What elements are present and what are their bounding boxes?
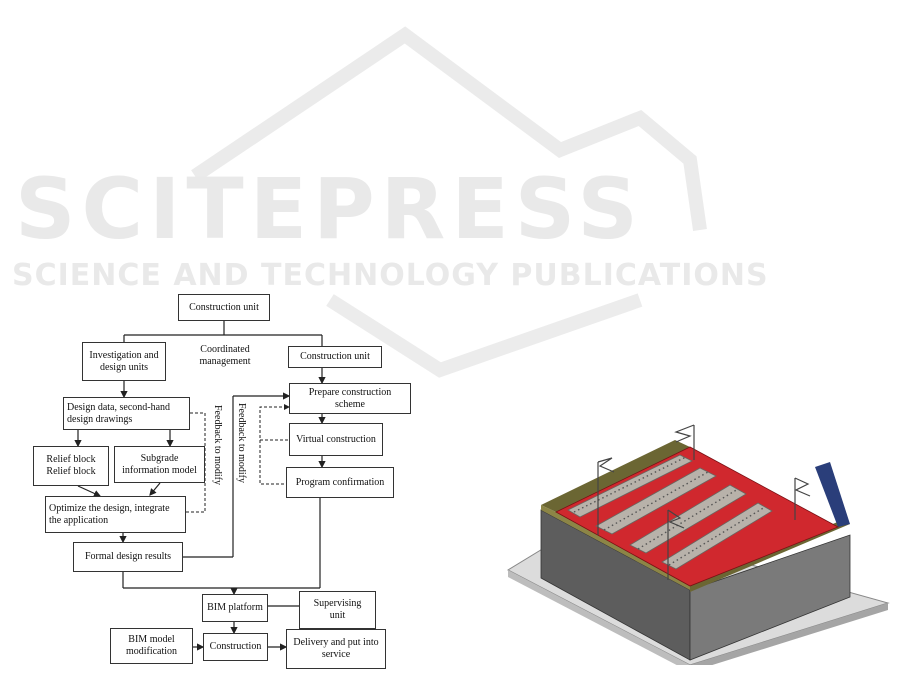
construction-unit-right-label: Construction unit [300,351,370,362]
ballast-bed-3 [629,484,747,554]
optimize-design-label: Optimize the design, integrate the appli… [49,502,170,526]
construction-unit-right-box: Construction unit [288,346,382,368]
virtual-construction-label: Virtual construction [296,433,376,445]
relief-block-label: Relief block Relief block [46,454,96,477]
right-blue-strip [815,462,850,527]
ballast-bed-1 [567,454,693,518]
design-data-label: Design data, second-hand design drawings [67,401,171,425]
design-data-box: Design data, second-hand design drawings [63,397,190,430]
feedback-right-label: Feedback to modify [236,403,247,483]
optimize-design-box: Optimize the design, integrate the appli… [45,496,186,533]
coordinated-management-label: Coordinated management [199,344,251,367]
embankment-right-face [689,534,851,661]
program-confirmation-box: Program confirmation [286,467,394,498]
feedback-left-label: Feedback to modify [212,405,223,485]
delivery-box: Delivery and put into service [286,629,386,669]
investigation-design-label: Investigation and design units [89,349,159,373]
delivery-label: Delivery and put into service [293,637,379,660]
subgrade-model-label: Subgrade information model [122,452,197,476]
ballast-bed-4 [661,502,773,570]
subgrade-model-box: Subgrade information model [114,446,205,483]
supervising-unit-label: Supervising unit [313,598,362,621]
watermark-title: SCITEPRESS [15,160,644,258]
supervising-unit-box: Supervising unit [299,591,376,629]
prepare-scheme-label: Prepare construction scheme [308,386,392,410]
bim-modification-box: BIM model modification [110,628,193,664]
watermark-book-outline [191,26,707,231]
left-edge-strip [541,440,690,512]
bim-platform-label: BIM platform [207,602,263,613]
formal-results-label: Formal design results [84,551,172,562]
bim-platform-box: BIM platform [202,594,268,622]
watermark-subtitle: SCIENCE AND TECHNOLOGY PUBLICATIONS [12,258,769,293]
formal-results-box: Formal design results [73,542,183,572]
prepare-scheme-box: Prepare construction scheme [289,383,411,414]
watermark-chevron [326,293,643,378]
bim-modification-label: BIM model modification [125,634,178,657]
program-confirmation-label: Program confirmation [295,476,385,488]
investigation-design-box: Investigation and design units [82,342,166,381]
virtual-construction-box: Virtual construction [289,423,383,456]
construction-unit-top-label: Construction unit [189,301,259,313]
construction-box: Construction [203,633,268,661]
relief-block-box: Relief block Relief block [33,446,109,486]
construction-label: Construction [209,641,262,652]
construction-unit-top-box: Construction unit [178,294,270,321]
subgrade-3d-model [506,424,890,665]
